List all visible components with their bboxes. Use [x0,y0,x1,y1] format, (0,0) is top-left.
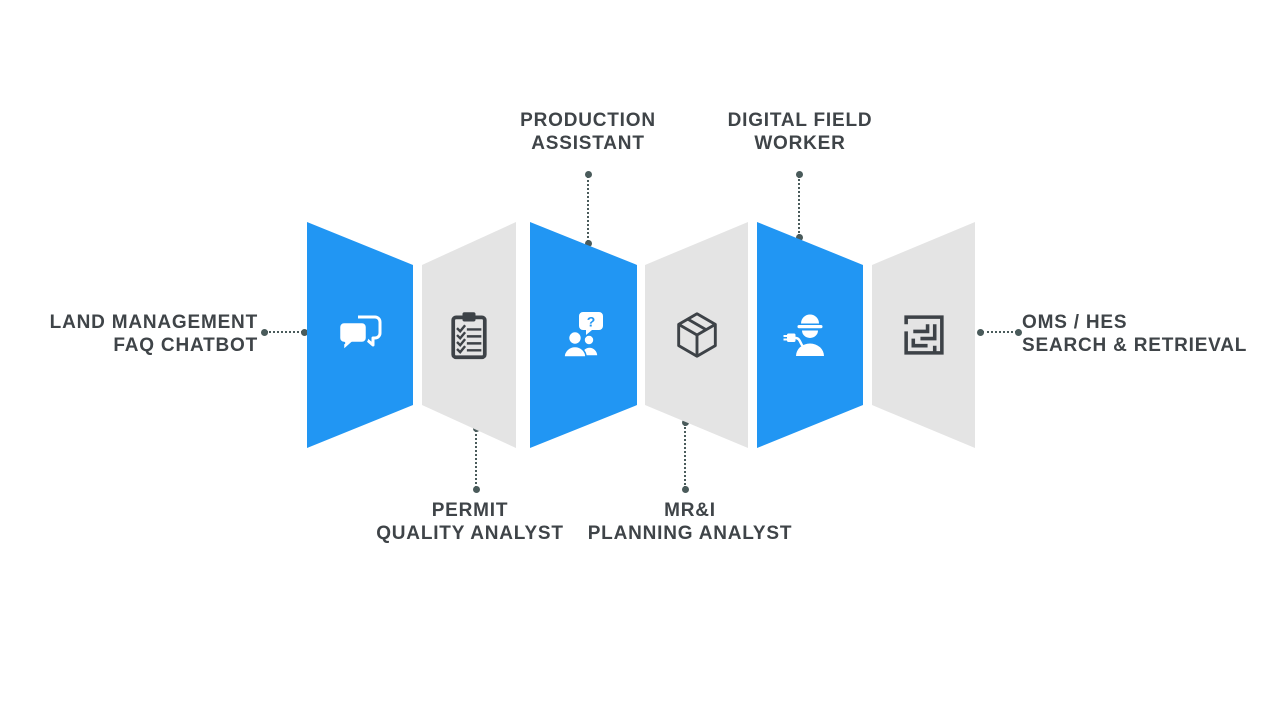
field-worker-plug-icon [782,307,838,363]
panel-mri-planning-analyst [645,222,748,448]
label-line: PRODUCTION [520,110,656,131]
label-line: ASSISTANT [531,133,645,154]
connector-permit-quality-analyst [472,425,480,493]
label-line: FAQ CHATBOT [113,335,258,356]
label-production-assistant: PRODUCTION ASSISTANT [488,109,688,155]
connector-digital-field-worker [795,171,803,241]
label-line: SEARCH & RETRIEVAL [1022,335,1248,356]
panel-digital-field-worker [757,222,863,448]
label-mri-planning-analyst: MR&I PLANNING ANALYST [565,499,815,545]
label-line: DIGITAL FIELD [727,110,873,131]
label-line: MR&I [664,500,716,521]
connector-mri-planning-analyst [681,419,689,493]
assistant-question-icon: ? [556,307,612,363]
label-permit-quality-analyst: PERMIT QUALITY ANALYST [345,499,595,545]
question-mark: ? [586,314,595,330]
label-line: OMS / HES [1022,312,1128,333]
label-oms-hes-search-retrieval: OMS / HES SEARCH & RETRIEVAL [1022,311,1247,357]
connector-land-management [261,328,308,336]
panel-land-management-faq-chatbot [307,222,413,448]
label-line: LAND MANAGEMENT [49,312,258,333]
connector-production-assistant [584,171,592,247]
connector-oms-hes [977,328,1022,336]
label-line: WORKER [754,133,846,154]
label-land-management-faq-chatbot: LAND MANAGEMENT FAQ CHATBOT [50,311,258,357]
cube-wireframe-icon [670,308,724,362]
chat-bubbles-icon [332,307,388,363]
panel-oms-hes-search-retrieval [872,222,975,448]
label-digital-field-worker: DIGITAL FIELD WORKER [700,109,900,155]
label-line: PLANNING ANALYST [587,523,793,544]
clipboard-checklist-icon [443,307,495,363]
maze-icon [899,310,949,360]
label-line: QUALITY ANALYST [376,523,564,544]
panel-production-assistant: ? [530,222,637,448]
label-line: PERMIT [431,500,509,521]
panel-permit-quality-analyst [422,222,516,448]
